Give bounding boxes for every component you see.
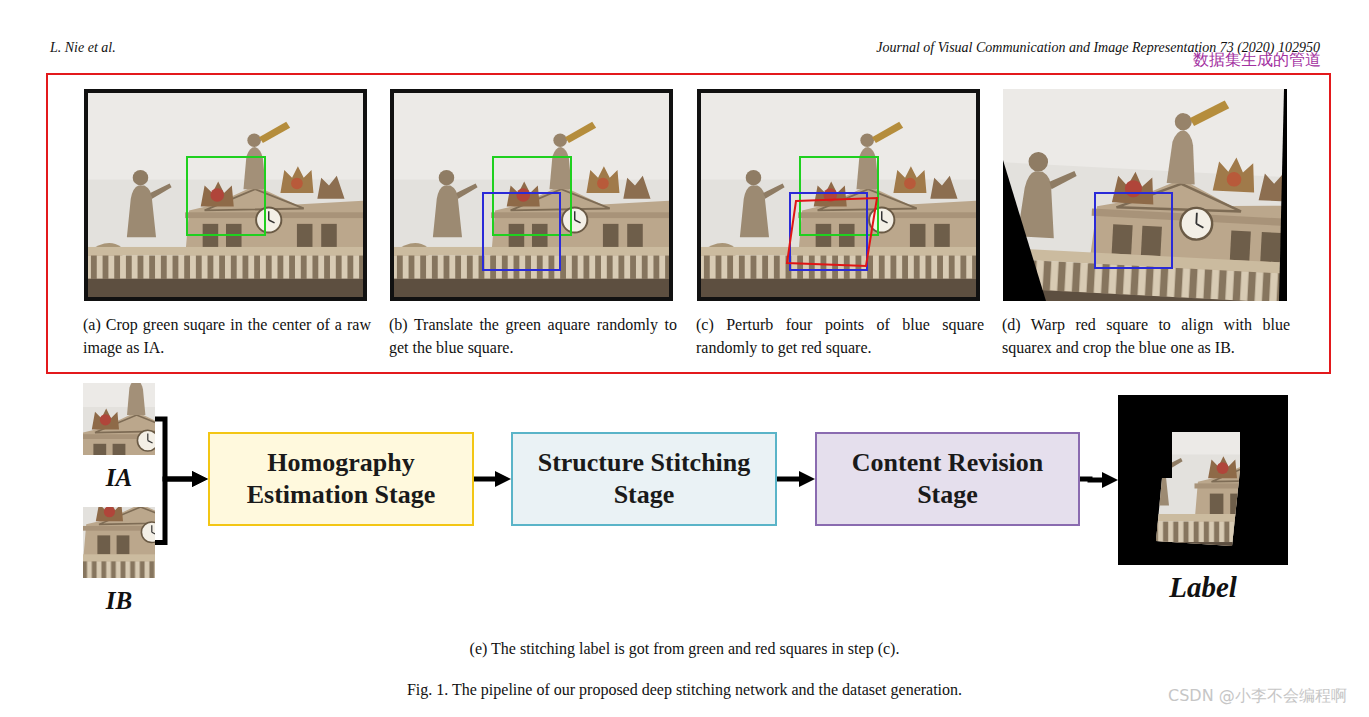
dataset-frame: 数据集生成的管道(a) Crop green suqare in the cen…: [46, 73, 1331, 374]
flow-arrow: [777, 477, 809, 482]
photo-panel: [390, 89, 673, 301]
red-quad: [787, 198, 877, 266]
warped-panel: [1003, 89, 1287, 301]
image-label: Label: [1118, 570, 1288, 604]
running-head: L. Nie et al.: [50, 40, 116, 56]
annotation-text: 数据集生成的管道: [1193, 50, 1321, 71]
green-square: [187, 157, 265, 235]
image-label: IB: [63, 586, 175, 616]
panel-caption: (c) Perturb four points of blue square r…: [696, 313, 984, 359]
image-label: IA: [63, 463, 175, 493]
flow-arrow: [155, 419, 202, 479]
photo-panel: [697, 89, 980, 301]
warped-panel: [1279, 89, 1287, 301]
photo-panel: [84, 89, 367, 301]
input-thumbnail: [3, 428, 229, 595]
blue-square: [483, 193, 560, 270]
stitched-output: [1110, 378, 1351, 565]
stage-label: Content Revision Stage: [817, 447, 1078, 511]
input-thumbnail: [3, 428, 229, 595]
stitched-output: [1110, 378, 1351, 558]
input-thumbnail: [3, 428, 229, 595]
flow-arrow: [155, 479, 202, 543]
blue-square: [1095, 193, 1172, 268]
stage-label: Homography Estimation Stage: [210, 447, 472, 511]
stage-box: Structure Stitching Stage: [511, 432, 777, 526]
stitched-output: [1110, 378, 1351, 558]
warped-panel: [1003, 160, 1046, 301]
warped-panel: [1003, 89, 1287, 301]
photo-panel: [701, 93, 976, 297]
flow-arrow: [1080, 479, 1112, 480]
image-panel: (a) Crop green suqare in the center of a…: [84, 89, 367, 301]
panel-caption: (a) Crop green suqare in the center of a…: [83, 313, 371, 359]
input-thumbnail: [0, 335, 225, 505]
input-image: IA: [83, 383, 155, 455]
image-panel: (b) Translate the green aquare randomly …: [390, 89, 673, 301]
photo-panel: [390, 89, 673, 301]
input-image: IB: [83, 507, 155, 578]
image-panel: (c) Perturb four points of blue square r…: [697, 89, 980, 301]
stage-box: Homography Estimation Stage: [208, 432, 474, 526]
photo-panel: [697, 89, 980, 301]
blue-square: [790, 193, 867, 270]
panel-caption: (d) Warp red square to align with blue s…: [1002, 313, 1290, 359]
input-thumbnail: [0, 335, 225, 505]
sub-caption: (e) The stitching label is got from gree…: [0, 640, 1369, 658]
panel-caption: (b) Translate the green aquare randomly …: [389, 313, 677, 359]
figure-caption: Fig. 1. The pipeline of our proposed dee…: [0, 681, 1369, 699]
watermark: CSDN @小李不会编程啊: [1168, 686, 1347, 707]
stage-box: Content Revision Stage: [815, 432, 1080, 526]
photo-panel: [394, 93, 669, 297]
photo-panel: [84, 89, 367, 301]
output-image: Label: [1118, 395, 1288, 565]
input-thumbnail: [0, 335, 225, 505]
stage-label: Structure Stitching Stage: [513, 447, 775, 511]
flow-arrow: [474, 477, 505, 482]
photo-panel: [88, 93, 363, 297]
image-panel: (d) Warp red square to align with blue s…: [1003, 89, 1287, 301]
